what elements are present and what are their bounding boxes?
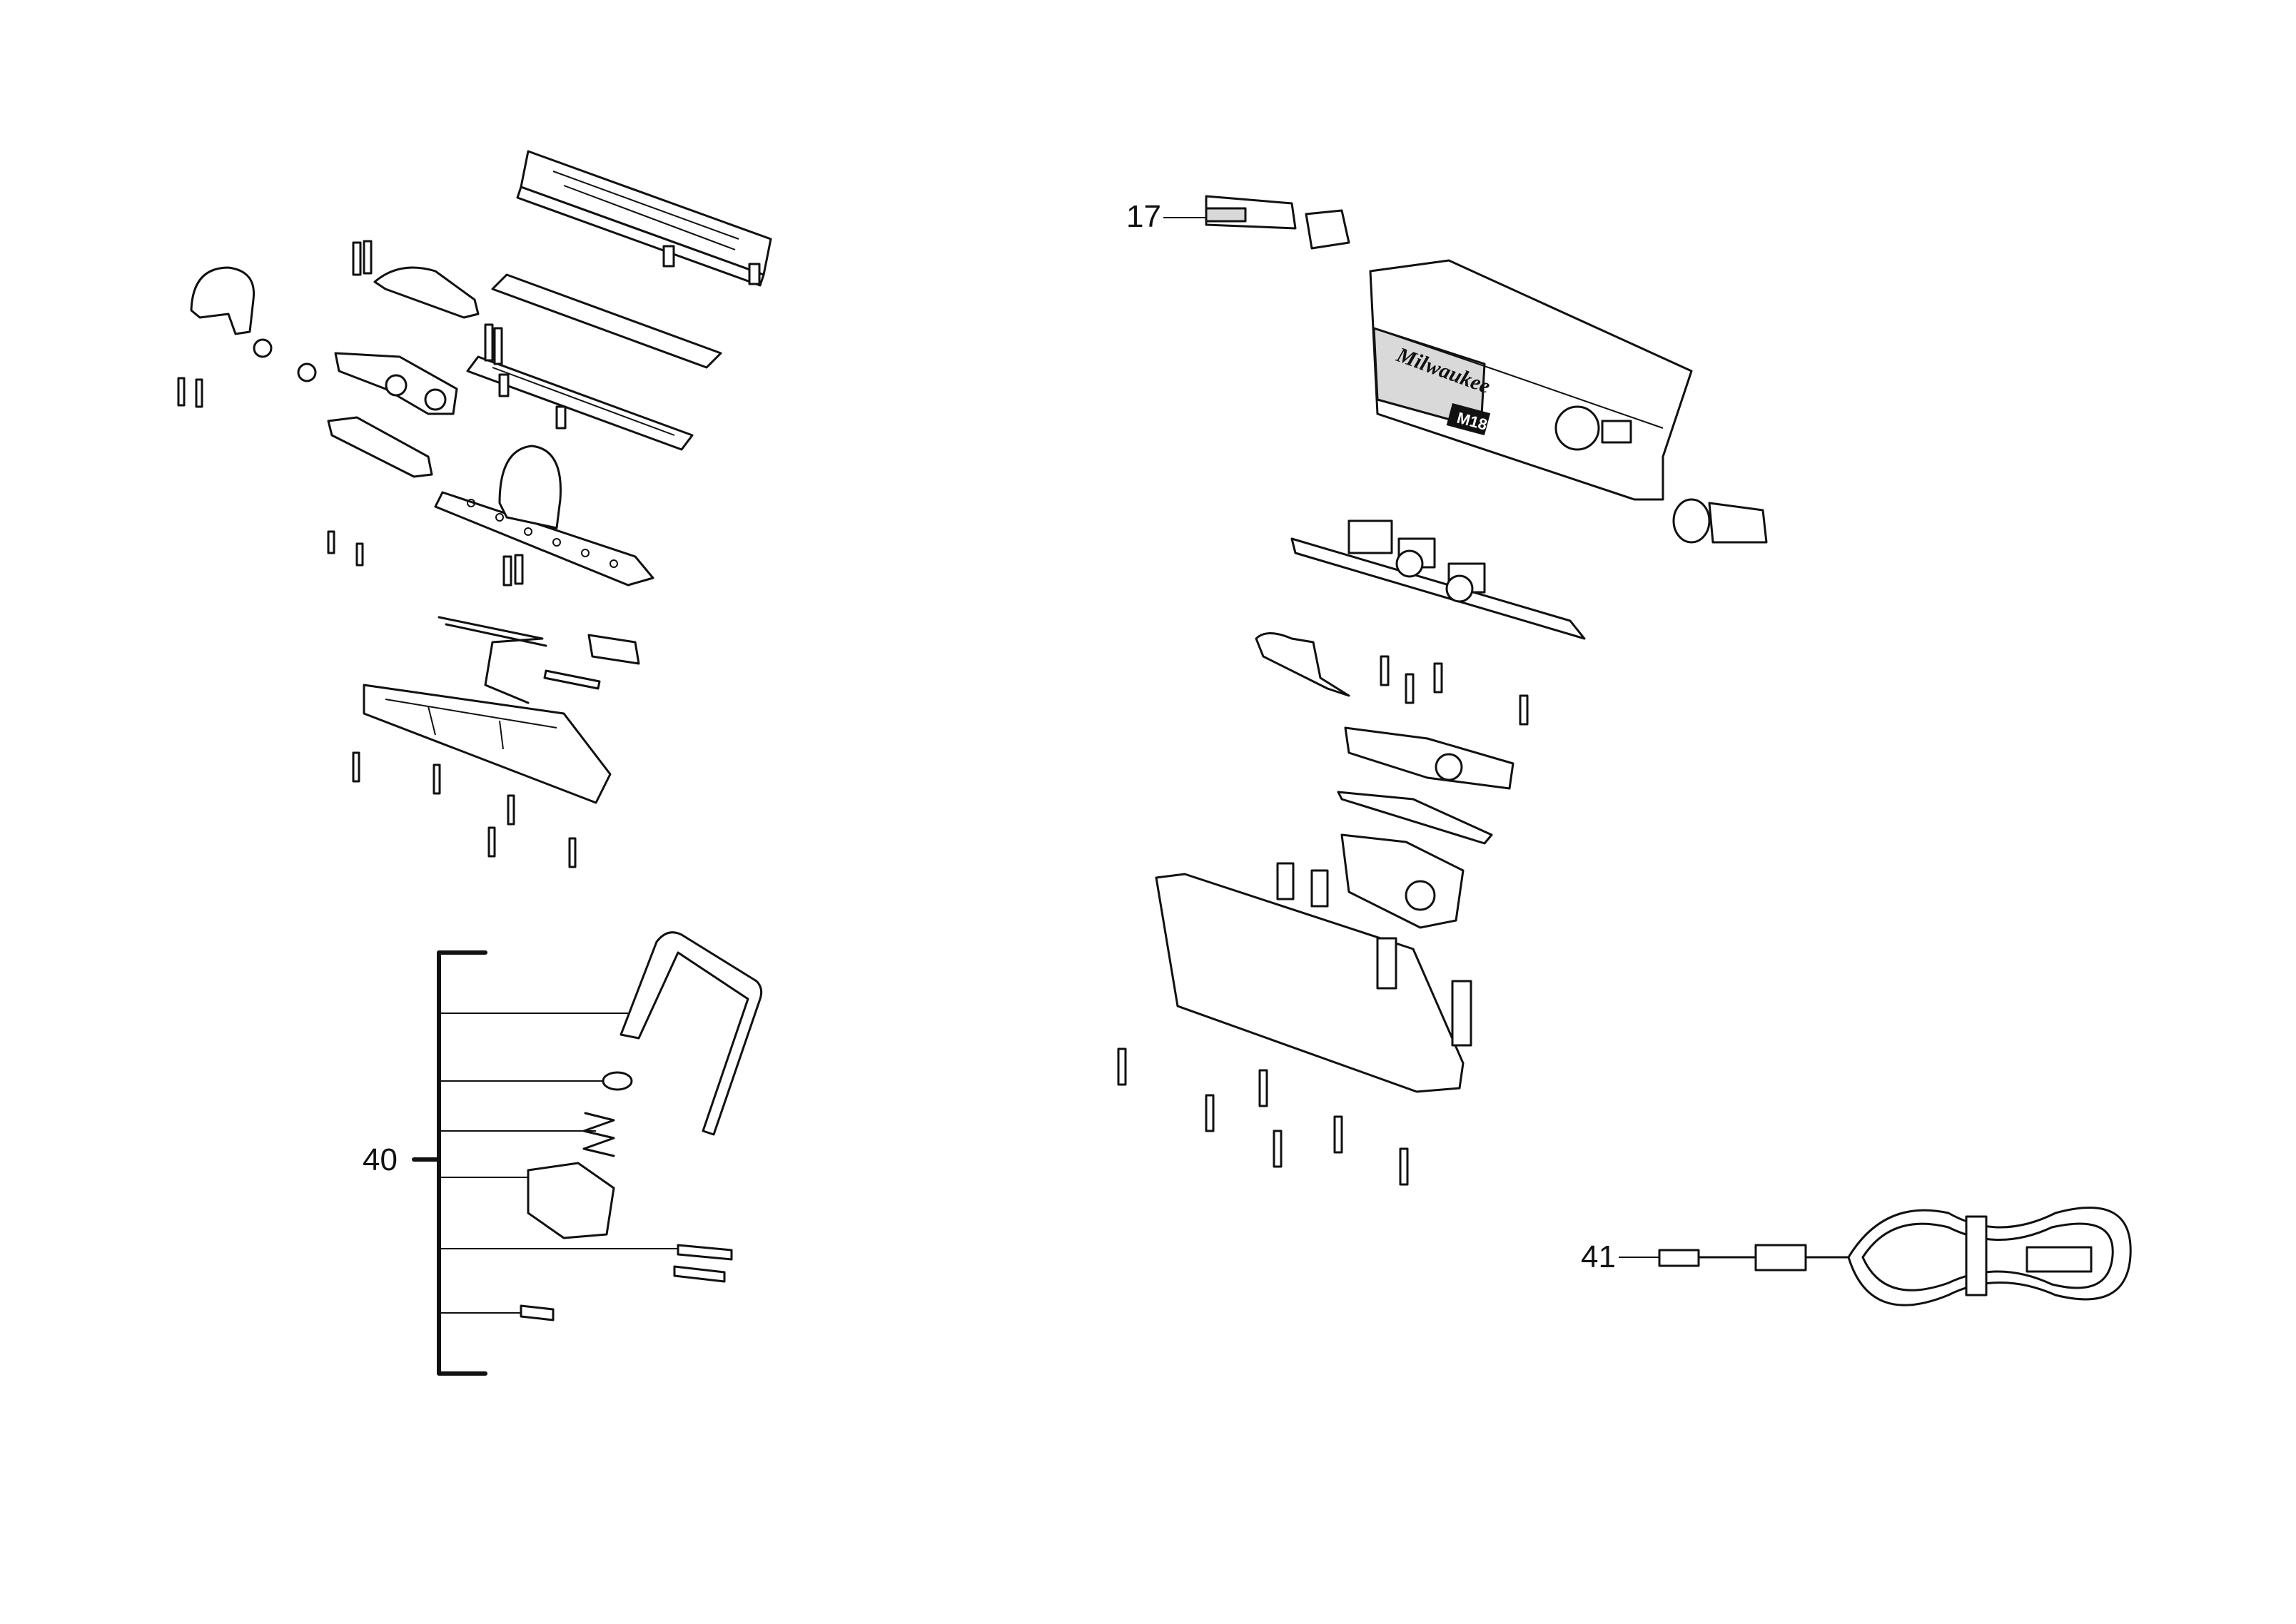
gasket-plate-part [1337, 791, 1493, 845]
main-circuit-board-part [1290, 519, 1586, 640]
callout-41-label: 41 [1581, 1239, 1616, 1274]
mount-bracket-part [1344, 726, 1514, 790]
left-upper-assembly [177, 150, 772, 868]
screws-upper-left [177, 240, 373, 408]
coiled-cable-part [1847, 1207, 2132, 1306]
control-board-part [434, 445, 654, 587]
side-knob-part [1672, 498, 1768, 544]
trim-piece-part [373, 266, 480, 319]
callout-17-label: 17 [1126, 199, 1161, 234]
screws-right-upper [1380, 655, 1529, 726]
callout-40-bracket [437, 950, 487, 1376]
wire-bracket-part [438, 616, 640, 704]
screws-right-lower [1117, 1047, 1409, 1186]
screws-lower-left [352, 751, 577, 868]
lever-part [1255, 632, 1350, 697]
base-housing-part [1155, 862, 1472, 1093]
middle-frame-part [466, 323, 694, 451]
motor-housing-part [1340, 833, 1465, 929]
cable-strap-part [1965, 1215, 1988, 1296]
hinge-assembly-part [334, 352, 458, 415]
button-cap-part [1305, 209, 1350, 250]
handle-bar-part [619, 931, 763, 1136]
usb-c-plug-part [1658, 1249, 1700, 1267]
glass-panel-part [491, 273, 722, 369]
callout-40-group: 40 [363, 931, 763, 1376]
spring-part [582, 1112, 615, 1157]
screws-mid-left [327, 530, 524, 587]
callout-40-label: 40 [363, 1142, 398, 1177]
end-cap-part [190, 266, 256, 335]
callout-41-group: 41 [1581, 1207, 2132, 1306]
usb-a-plug-part [2026, 1246, 2093, 1273]
base-tray-part [363, 684, 612, 804]
lower-trim-part [327, 416, 433, 478]
callout-17-group: 17 [1126, 195, 1350, 250]
ferrite-bead-part [1754, 1244, 1807, 1272]
top-frame-part [516, 150, 772, 287]
main-housing-part: Milwaukee M18 [1369, 259, 1693, 501]
latch-block-part [527, 1162, 615, 1239]
